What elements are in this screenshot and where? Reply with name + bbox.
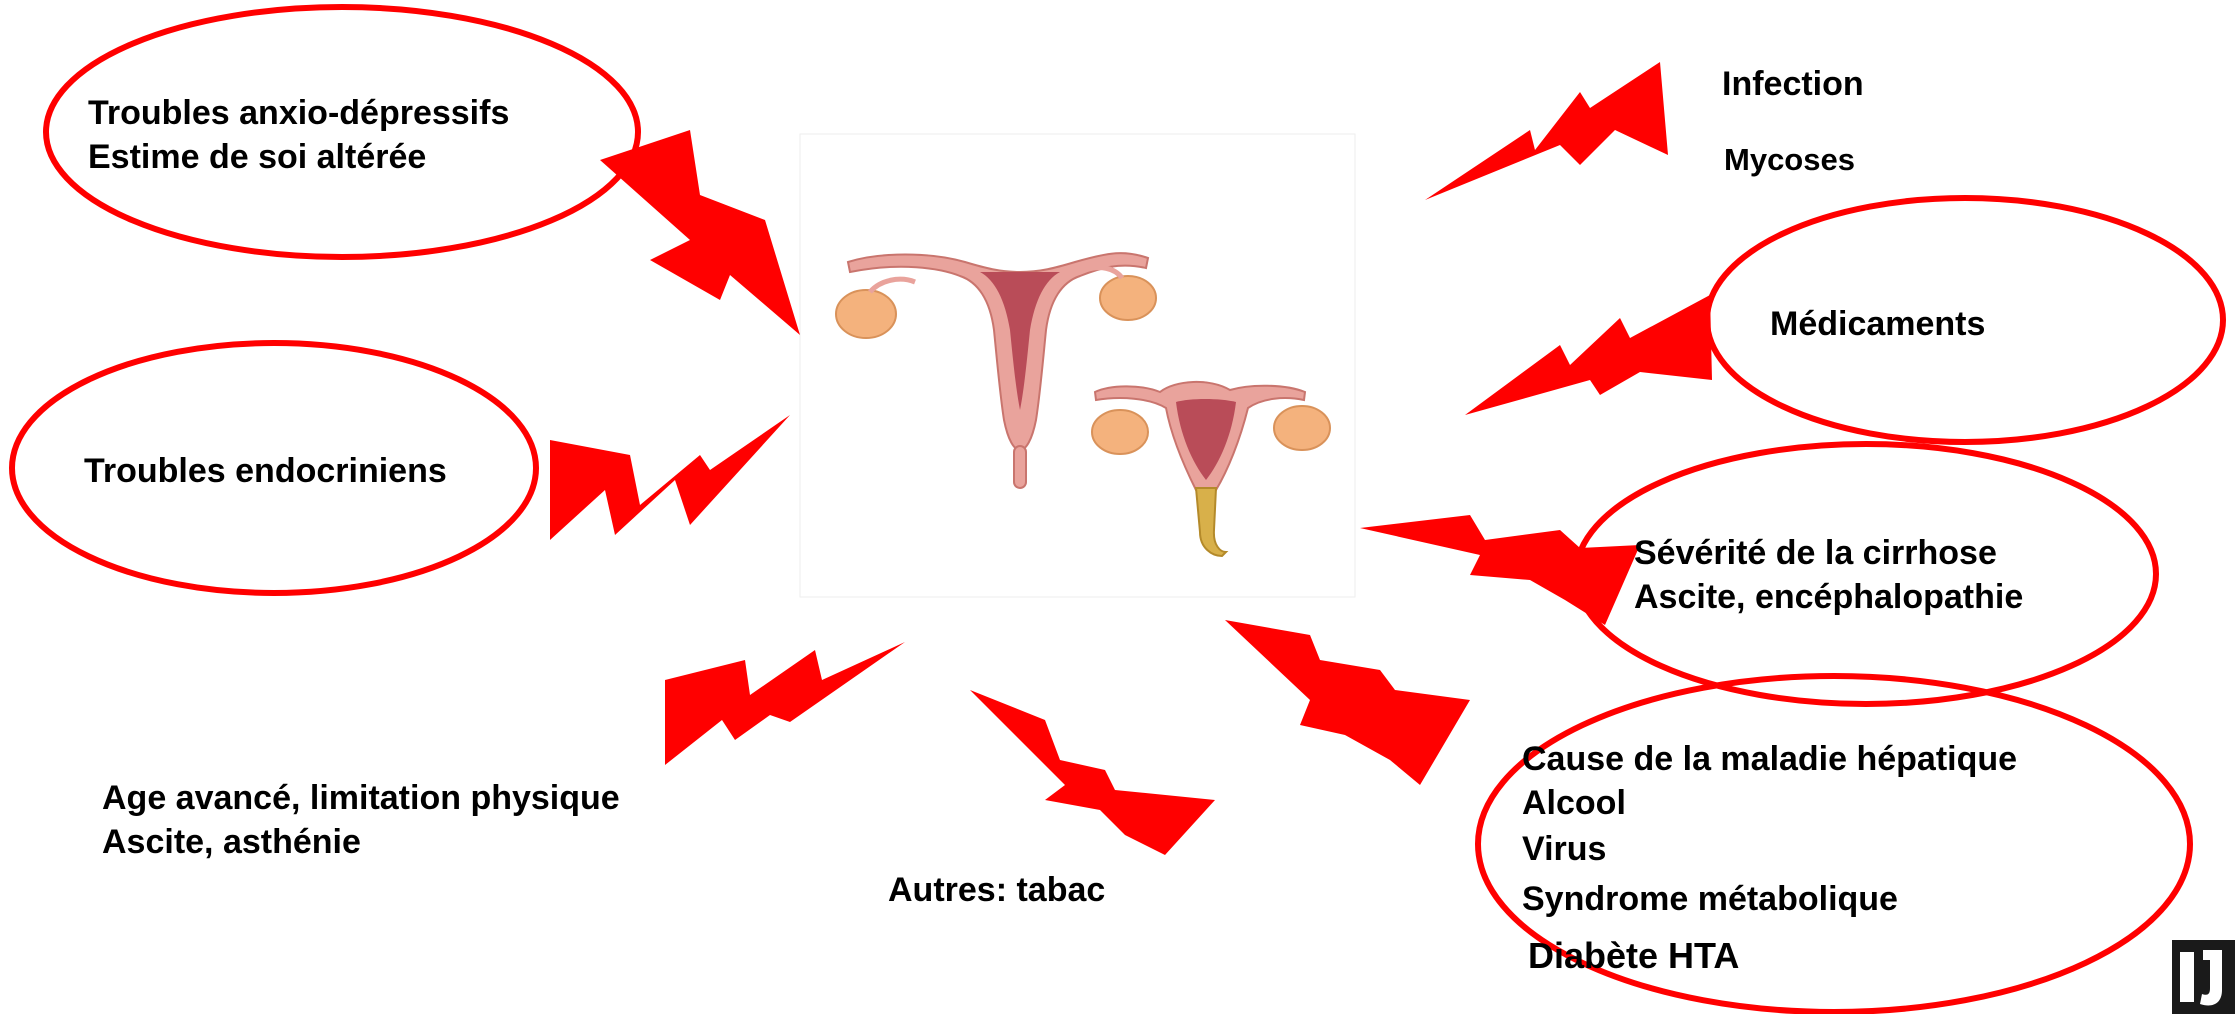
label-drugs: Médicaments — [1770, 305, 1985, 343]
label-severity-2: Ascite, encéphalopathie — [1634, 578, 2023, 616]
ellipse-severity — [1576, 444, 2156, 704]
bolt-infection — [1425, 62, 1668, 200]
label-age-2: Ascite, asthénie — [102, 823, 361, 861]
label-psych-1: Troubles anxio-dépressifs — [88, 94, 509, 132]
bolt-severity — [1360, 515, 1640, 625]
label-cause-5: Diabète HTA — [1528, 935, 1739, 976]
bolt-endocrine — [550, 415, 790, 540]
label-infection-2: Mycoses — [1724, 142, 1855, 177]
central-image — [800, 134, 1355, 597]
label-cause-2: Alcool — [1522, 784, 1626, 822]
bolt-cause — [1225, 620, 1470, 785]
label-cause-4: Syndrome métabolique — [1522, 880, 1898, 918]
bolt-age — [665, 642, 905, 765]
label-severity-1: Sévérité de la cirrhose — [1634, 534, 1997, 572]
label-other: Autres: tabac — [888, 871, 1105, 909]
label-infection-1: Infection — [1722, 65, 1864, 103]
label-cause-3: Virus — [1522, 830, 1606, 868]
label-psych-2: Estime de soi altérée — [88, 138, 426, 176]
bolt-drugs — [1465, 295, 1712, 415]
journal-logo-icon — [2172, 940, 2235, 1014]
label-age-1: Age avancé, limitation physique — [102, 779, 620, 817]
label-cause-1: Cause de la maladie hépatique — [1522, 740, 2017, 778]
ellipse-psych — [46, 7, 638, 257]
label-endocrine: Troubles endocriniens — [84, 452, 447, 490]
bolt-other — [970, 690, 1215, 855]
